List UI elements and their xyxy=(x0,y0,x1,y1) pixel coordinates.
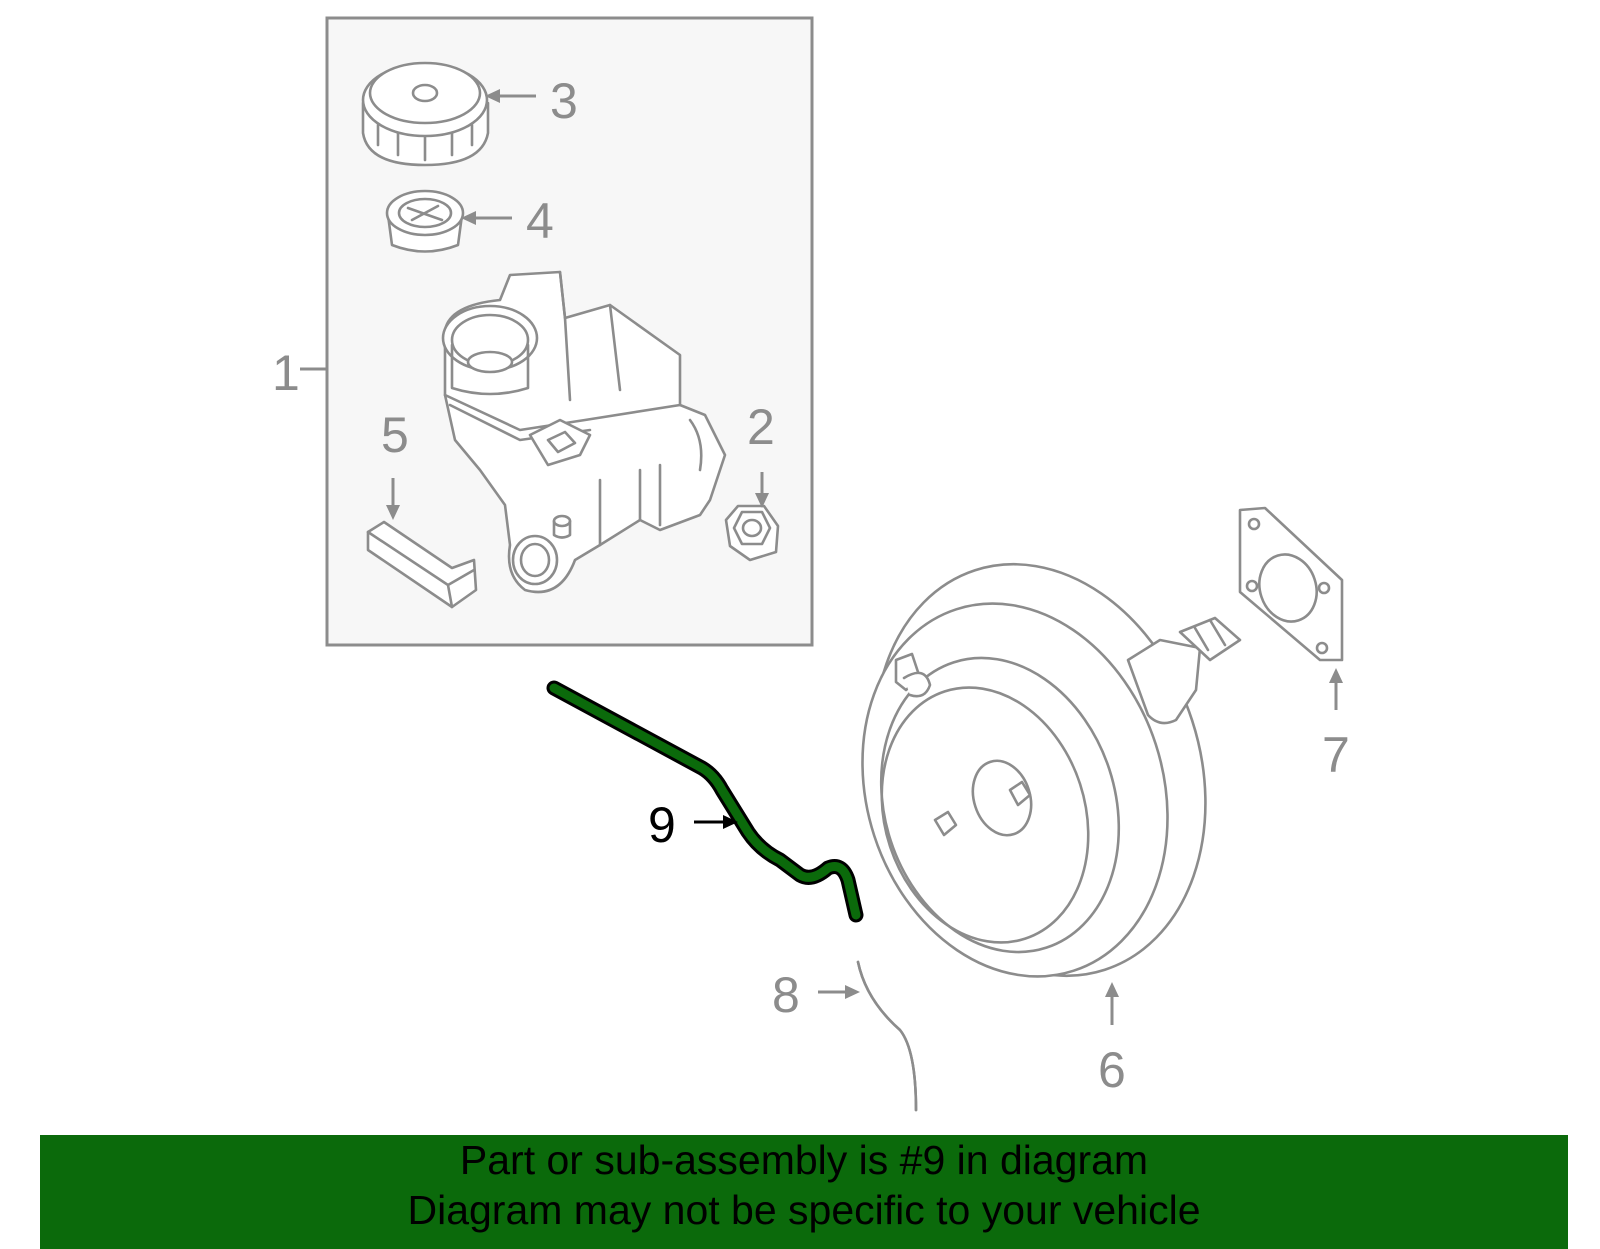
vacuum-hose-lower[interactable] xyxy=(856,960,918,1112)
reservoir-strainer[interactable] xyxy=(385,189,465,253)
callout-7: 7 xyxy=(1322,727,1350,783)
brake-booster[interactable] xyxy=(816,521,1258,1019)
leader-lines xyxy=(300,89,1343,1025)
vacuum-hose-highlighted[interactable] xyxy=(546,680,864,923)
callout-1: 1 xyxy=(272,345,300,401)
callout-8: 8 xyxy=(772,967,800,1023)
callout-2: 2 xyxy=(747,399,775,455)
parts-diagram: 1 2 3 4 5 6 7 8 9 xyxy=(272,16,1350,1112)
callout-6: 6 xyxy=(1098,1042,1126,1098)
callout-3: 3 xyxy=(550,73,578,129)
mounting-nut[interactable] xyxy=(724,504,780,562)
reservoir-cap[interactable] xyxy=(361,61,490,167)
callout-9: 9 xyxy=(648,797,676,853)
banner-line-1: Part or sub-assembly is #9 in diagram xyxy=(459,1137,1149,1183)
callout-4: 4 xyxy=(526,193,554,249)
booster-gasket[interactable] xyxy=(1238,506,1344,662)
part-info-banner: Part or sub-assembly is #9 in diagram Di… xyxy=(40,1135,1568,1249)
callout-5: 5 xyxy=(381,407,409,463)
banner-line-2: Diagram may not be specific to your vehi… xyxy=(407,1187,1201,1233)
seal-pad[interactable] xyxy=(366,520,478,609)
master-cylinder[interactable] xyxy=(441,270,727,594)
